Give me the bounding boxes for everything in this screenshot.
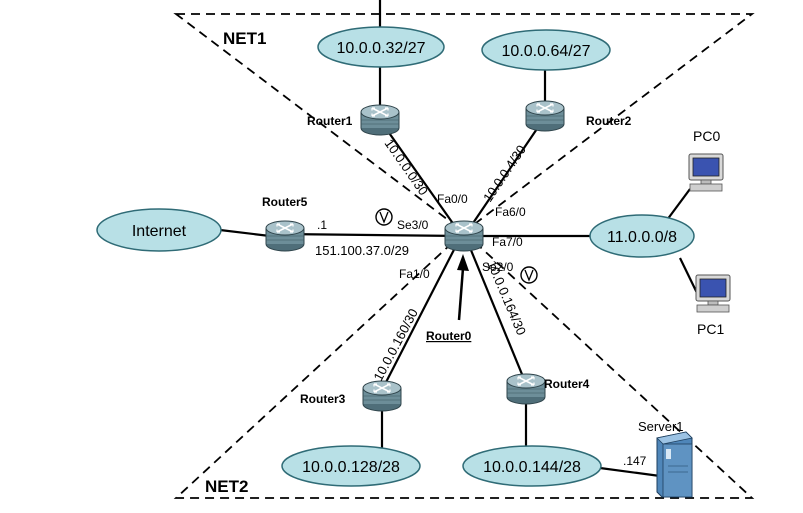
link-router0-router5 xyxy=(281,232,463,238)
router5-icon xyxy=(265,220,305,252)
link-internet-router5 xyxy=(219,228,271,238)
network-ellipse-11-0-0-0 xyxy=(589,214,695,258)
interface-fa7-0: Fa7/0 xyxy=(492,235,523,249)
router0-pointer-arrow xyxy=(457,254,469,321)
pc0-label: PC0 xyxy=(693,128,720,144)
link-router0-router2 xyxy=(466,116,546,233)
router3-icon xyxy=(362,380,402,412)
link-router0-router4 xyxy=(464,237,528,385)
router0-icon xyxy=(444,220,484,252)
network-label-10-0-0-128: 10.0.0.128/28 xyxy=(302,459,400,476)
net2-zone-outline xyxy=(173,230,755,499)
link-net144-server1 xyxy=(599,466,661,478)
router4-label: Router4 xyxy=(544,377,590,391)
link-router0-router1 xyxy=(379,119,460,233)
server1-label: Server1 xyxy=(638,419,684,434)
link-label-router5: 151.100.37.0/29 xyxy=(315,243,409,258)
router1-label: Router1 xyxy=(307,114,353,128)
interface-fa0-0: Fa0/0 xyxy=(437,192,468,206)
network-ellipse-10-0-0-144 xyxy=(462,445,602,487)
clock-icon-se2 xyxy=(520,266,538,284)
router5-interface-ip: .1 xyxy=(317,218,327,232)
link-router0-router3 xyxy=(381,237,461,391)
router0-label: Router0 xyxy=(426,329,472,343)
network-ellipse-10-0-0-128 xyxy=(281,445,421,487)
clock-icon-se3 xyxy=(375,208,393,226)
net1-zone-outline xyxy=(173,13,755,234)
router4-icon xyxy=(506,373,546,405)
router2-icon xyxy=(525,100,565,132)
network-ellipse-10-0-0-32 xyxy=(317,26,445,68)
interface-fa1-0: Fa1/0 xyxy=(399,267,430,281)
network-label-10-0-0-144: 10.0.0.144/28 xyxy=(483,459,581,476)
server1-ip: .147 xyxy=(623,454,647,468)
network-ellipse-10-0-0-64 xyxy=(481,29,611,71)
router3-label: Router3 xyxy=(300,392,346,406)
server1-icon xyxy=(656,431,693,498)
pc1-icon xyxy=(695,274,731,313)
network-clouds: 10.0.0.32/27 10.0.0.64/27 Internet 11.0.… xyxy=(96,26,695,487)
link-label-router2: 10.0.0.4/30 xyxy=(480,142,529,204)
interface-se3-0: Se3/0 xyxy=(397,218,429,232)
interface-fa6-0: Fa6/0 xyxy=(495,205,526,219)
network-label-11-0-0-0: 11.0.0.0/8 xyxy=(607,229,677,246)
router1-icon xyxy=(360,104,400,136)
link-net11-pc0 xyxy=(666,188,691,221)
interface-se2-0: Se2/0 xyxy=(482,260,514,274)
net2-label: NET2 xyxy=(205,477,248,496)
router2-label: Router2 xyxy=(586,114,632,128)
net1-label: NET1 xyxy=(223,29,266,48)
network-label-10-0-0-64: 10.0.0.64/27 xyxy=(502,43,591,60)
network-label-internet: Internet xyxy=(132,223,187,240)
link-net11-pc1 xyxy=(679,257,698,294)
pc1-label: PC1 xyxy=(697,321,724,337)
links xyxy=(219,0,698,478)
network-ellipse-internet xyxy=(96,208,222,252)
link-label-router3: 10.0.0.160/30 xyxy=(370,306,421,383)
router5-label: Router5 xyxy=(262,195,308,209)
network-label-10-0-0-32: 10.0.0.32/27 xyxy=(337,40,426,57)
pc0-icon xyxy=(688,153,724,192)
